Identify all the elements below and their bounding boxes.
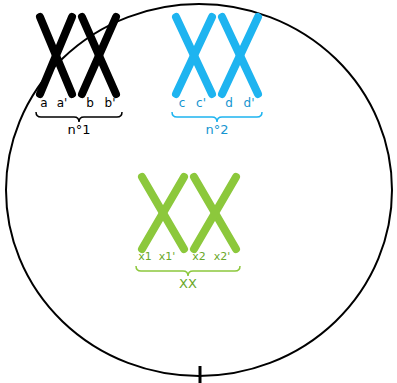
chromatid-label: x2 (192, 251, 206, 264)
chromatid-label: a' (57, 97, 68, 111)
spindle-mark (199, 366, 202, 383)
chromatid-label: b (86, 97, 94, 111)
chromatid-label: x2' (214, 251, 231, 264)
pair-label: n°2 (205, 123, 228, 138)
chromatid-label: x1 (138, 251, 152, 264)
chromatid-label: x1' (159, 251, 176, 264)
chromatid-label: b' (105, 97, 116, 111)
pair-label: XX (179, 277, 197, 292)
cell-outline (6, 4, 392, 376)
chromatid-label: d (225, 97, 233, 111)
pair-label: n°1 (67, 123, 90, 138)
chromatid-label: d' (244, 97, 255, 111)
chromosome-pair-2 (176, 17, 258, 94)
brackets (36, 112, 262, 276)
chromatid-label: a (40, 97, 47, 111)
chromatid-label: c' (196, 97, 206, 111)
chromatid-label: c (179, 97, 186, 111)
chromosome-pair-xx (142, 177, 236, 249)
chromosome-pair-1 (40, 17, 116, 94)
